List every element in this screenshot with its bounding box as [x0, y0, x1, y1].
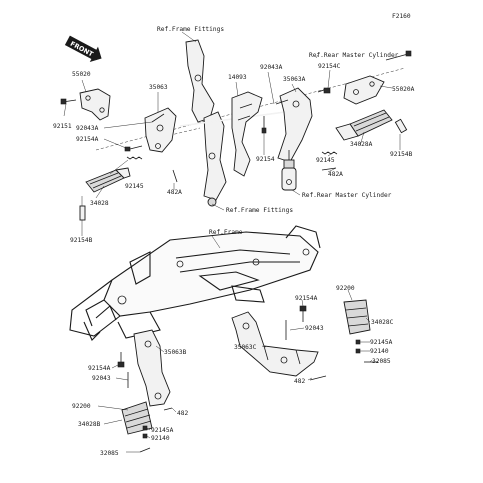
part-label: 482 [177, 410, 188, 417]
bolt-top-right [385, 50, 412, 61]
part-label: 92154A [88, 365, 111, 372]
washer-92145a-right [355, 339, 361, 345]
part-label: 92043A [76, 125, 99, 132]
part-label: 92145A [370, 339, 393, 346]
bracket-35063b [133, 329, 171, 407]
part-label: 92145 [316, 157, 335, 164]
ref-rear-master-cylinder-mid: Ref.Rear Master Cylinder [302, 192, 392, 199]
part-label: 92145 [125, 183, 144, 190]
footpeg-34028a [335, 109, 393, 141]
bolt-92154a-left [124, 145, 143, 152]
pin-92154b-right [394, 118, 408, 134]
bolt-92154c [317, 87, 331, 94]
part-label: 35063B [164, 349, 187, 356]
part-label: 92140 [151, 435, 170, 442]
part-label: 35063A [283, 76, 306, 83]
part-label: 482A [328, 171, 343, 178]
part-label: 35063 [149, 84, 168, 91]
footpeg-34028 [85, 167, 131, 193]
cotter-482-bottom [163, 407, 173, 411]
pin-92154b-left [79, 196, 86, 221]
part-label: 35063C [234, 344, 257, 351]
spring-92145-right [321, 151, 338, 155]
washer-92145a-bottom [142, 425, 148, 431]
part-label: 92043 [92, 375, 111, 382]
part-label: 92151 [53, 123, 72, 130]
cotter-482a-left [172, 169, 178, 183]
washer-92140-right [355, 348, 361, 354]
part-label: 482 [294, 378, 305, 385]
rear-master-cylinder [281, 150, 297, 191]
washer-92140-bottom [142, 433, 148, 439]
ref-rear-master-cylinder-top: Ref.Rear Master Cylinder [309, 52, 399, 59]
part-label: 92154A [76, 136, 99, 143]
frame-assembly [69, 225, 321, 341]
pin-92043a-left [151, 113, 165, 123]
part-label: 482A [167, 189, 182, 196]
bolt-92154-mid [261, 116, 267, 134]
part-label: 34028B [78, 421, 101, 428]
bolt-92154a-bottom [117, 352, 125, 368]
brake-pedal [231, 91, 263, 177]
part-label: 55020A [392, 86, 415, 93]
part-label: 32085 [372, 358, 391, 365]
part-label: 34028 [90, 200, 109, 207]
part-label: 55020 [72, 71, 91, 78]
part-label: 92154B [70, 237, 93, 244]
part-label: 92154B [390, 151, 413, 158]
bracket-35063c [231, 311, 319, 377]
pedal-arm-35063a [277, 87, 313, 163]
part-label: 92154 [256, 156, 275, 163]
ref-frame: Ref.Frame [209, 229, 243, 236]
part-label: 92145A [151, 427, 174, 434]
spring-92145-left [126, 156, 143, 160]
footpeg-34028c [343, 299, 371, 335]
cotter-482-right [309, 375, 327, 381]
part-label: 14093 [228, 74, 247, 81]
bolt-92154a-right [299, 305, 307, 322]
heel-guard-left [79, 88, 111, 121]
bracket-35063 [144, 107, 177, 153]
center-hanger [185, 39, 215, 123]
part-label: 34028A [350, 141, 373, 148]
part-label: 92200 [72, 403, 91, 410]
ref-frame-fittings-mid: Ref.Frame Fittings [226, 207, 293, 214]
heel-guard-right [343, 75, 385, 105]
figure-code: F2160 [392, 13, 411, 20]
footpeg-34028b [121, 401, 153, 435]
part-label: 92200 [336, 285, 355, 292]
part-label: 92154A [295, 295, 318, 302]
bolt-92151 [60, 98, 77, 105]
pin-92043a-mid [275, 99, 289, 105]
part-label: 92140 [370, 348, 389, 355]
ref-frame-fittings-top: Ref.Frame Fittings [157, 26, 224, 33]
part-label: 92043A [260, 64, 283, 71]
cotter-482a-right [321, 167, 337, 171]
part-label: 92043 [305, 325, 324, 332]
leader-lines [63, 31, 401, 453]
front-arrow-icon: FRONT [64, 35, 102, 63]
part-label: 92154C [318, 63, 341, 70]
cotter-32085-bottom [139, 447, 151, 453]
part-label: 32085 [100, 450, 119, 457]
part-label: 34028C [371, 319, 394, 326]
